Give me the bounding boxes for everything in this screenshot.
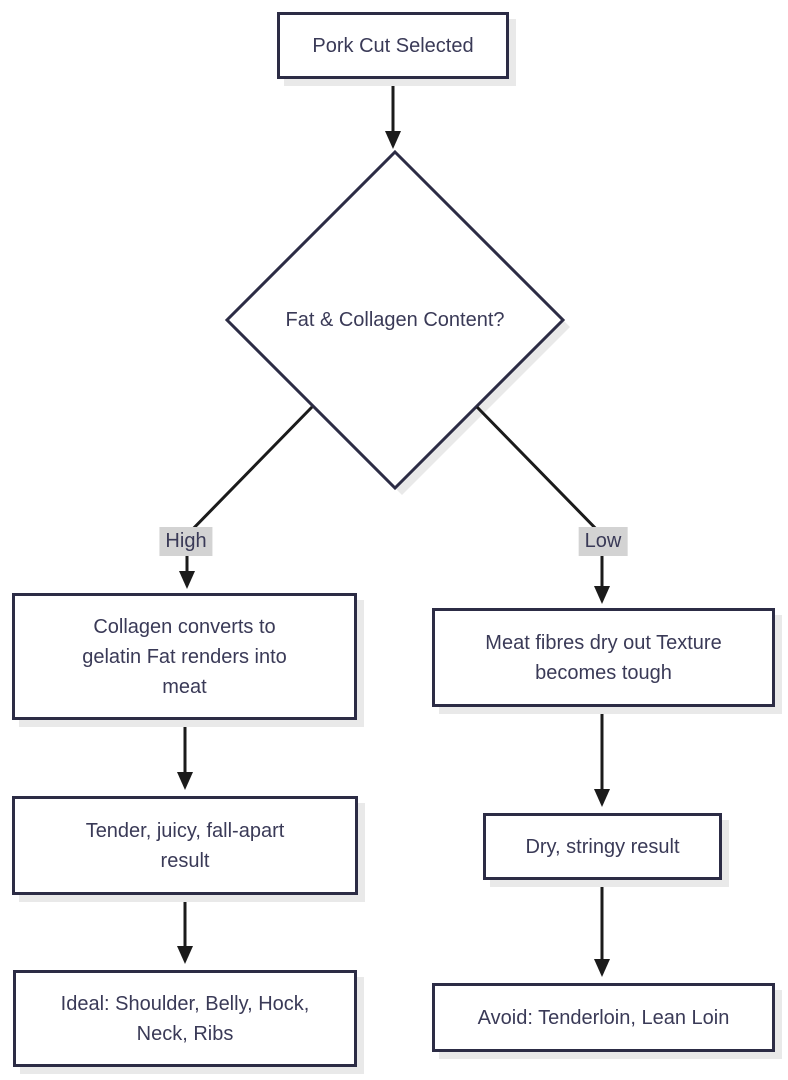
- edge-low-result-cuts: [594, 880, 610, 977]
- diamond-shape: [224, 149, 566, 491]
- edge-low-effect-result: [594, 707, 610, 807]
- node-collagen-converts: Collagen converts to gelatin Fat renders…: [12, 593, 357, 720]
- arrowhead-icon: [594, 789, 610, 807]
- arrowhead-icon: [594, 586, 610, 604]
- arrowhead-icon: [179, 571, 195, 589]
- edge-high-result-cuts: [177, 895, 193, 964]
- edge-label-low: Low: [578, 527, 628, 556]
- edge-start-decision: [385, 79, 401, 149]
- node-avoid-cuts: Avoid: Tenderloin, Lean Loin: [432, 983, 775, 1052]
- arrowhead-icon: [177, 946, 193, 964]
- decision-label-fat-collagen: Fat & Collagen Content?: [285, 309, 505, 331]
- arrowhead-icon: [594, 959, 610, 977]
- arrowhead-icon: [385, 131, 401, 149]
- node-dry-stringy-result: Dry, stringy result: [483, 813, 722, 880]
- node-tender-juicy-result: Tender, juicy, fall-apart result: [12, 796, 358, 895]
- decision-diamond: [224, 149, 570, 495]
- arrowhead-icon: [177, 772, 193, 790]
- node-meat-fibres-dry: Meat fibres dry out Texture becomes toug…: [432, 608, 775, 707]
- edge-decision-low: [475, 405, 610, 604]
- edge-label-high: High: [159, 527, 213, 556]
- edge-decision-high: [179, 405, 314, 589]
- node-pork-cut-selected: Pork Cut Selected: [277, 12, 509, 79]
- node-ideal-cuts: Ideal: Shoulder, Belly, Hock, Neck, Ribs: [13, 970, 357, 1067]
- edge-high-effect-result: [177, 720, 193, 790]
